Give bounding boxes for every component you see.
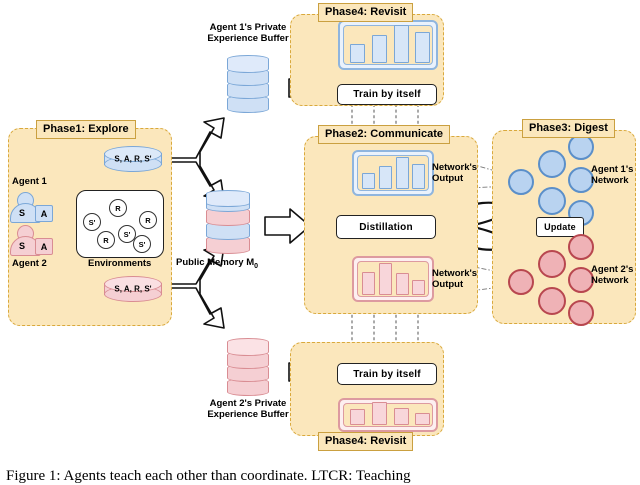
agent1-transition-cylinder: S, A, R, S' bbox=[104, 146, 162, 172]
bar-2 bbox=[394, 25, 409, 63]
agent1-icon: S A bbox=[10, 192, 60, 223]
env-circle-1: R bbox=[109, 199, 127, 217]
phase2-blue-chart bbox=[352, 150, 434, 196]
cyl-top bbox=[104, 146, 162, 162]
red-node-h-0 bbox=[538, 250, 566, 278]
phase4-bottom-label: Phase4: Revisit bbox=[318, 432, 414, 451]
bar-3 bbox=[415, 413, 430, 425]
environments-box: S' R R R S' S' bbox=[76, 190, 164, 258]
agent1-label: Agent 1 bbox=[12, 176, 47, 187]
agent1-network-label: Agent 1's Network bbox=[591, 164, 639, 186]
phase4-bottom-chart bbox=[338, 398, 438, 432]
agent2-network-line1: Agent 2's bbox=[591, 264, 634, 275]
red-node-out-2 bbox=[568, 300, 594, 326]
network-output-line2: Output bbox=[432, 173, 464, 184]
agent1-private-buffer bbox=[227, 55, 269, 113]
bar-0 bbox=[350, 44, 365, 63]
phase4-top-chart bbox=[338, 20, 438, 70]
bar-1 bbox=[379, 166, 392, 189]
agent2-transition-text: S, A, R, S' bbox=[114, 284, 152, 294]
agent1-network-line2: Network bbox=[591, 175, 629, 186]
environments-label: Environments bbox=[88, 258, 152, 269]
bar-1 bbox=[379, 263, 392, 295]
agent1-buffer-label: Agent 1's Private Experience Buffer bbox=[195, 22, 301, 44]
blue-node-h-0 bbox=[538, 150, 566, 178]
bar-2 bbox=[396, 273, 409, 295]
bar-0 bbox=[362, 173, 375, 189]
env-circle-5: S' bbox=[133, 235, 151, 253]
network-output-line2: Output bbox=[432, 279, 464, 290]
red-node-out-0 bbox=[568, 234, 594, 260]
agent2-network-line2: Network bbox=[591, 275, 629, 286]
network-output-line1: Network's bbox=[432, 268, 478, 279]
blue-node-out-1 bbox=[568, 167, 594, 193]
blue-node-in-0 bbox=[508, 169, 534, 195]
disc bbox=[227, 338, 269, 356]
phase4-bottom-train-button[interactable]: Train by itself bbox=[337, 363, 437, 385]
env-circle-0: S' bbox=[83, 213, 101, 231]
bar-3 bbox=[412, 164, 425, 189]
agent1-transition-text: S, A, R, S' bbox=[114, 154, 152, 164]
env-circle-2: R bbox=[139, 211, 157, 229]
bar-3 bbox=[415, 32, 430, 63]
agent1-state-letter: S bbox=[18, 208, 25, 218]
agent2-private-buffer bbox=[227, 338, 269, 396]
bar-2 bbox=[394, 408, 409, 425]
agent2-buffer-label: Agent 2's Private Experience Buffer bbox=[195, 398, 301, 420]
agent1-buffer-label-line2: Experience Buffer bbox=[207, 33, 289, 44]
env-circle-3: R bbox=[97, 231, 115, 249]
env-circle-4: S' bbox=[118, 225, 136, 243]
red-node-in-0 bbox=[508, 269, 534, 295]
blue-node-h-1 bbox=[538, 187, 566, 215]
public-memory-cylinder bbox=[206, 190, 250, 254]
agent2-transition-cylinder: S, A, R, S' bbox=[104, 276, 162, 302]
blue-network-output-label: Network's Output bbox=[432, 162, 494, 184]
agent1-action-box: A bbox=[35, 205, 53, 222]
agent2-buffer-label-line2: Experience Buffer bbox=[207, 409, 289, 420]
bar-0 bbox=[362, 272, 375, 295]
bar-1 bbox=[372, 35, 387, 63]
figure-caption: Figure 1: Agents teach each other than c… bbox=[6, 468, 411, 484]
phase3-label: Phase3: Digest bbox=[522, 119, 615, 138]
update-button[interactable]: Update bbox=[536, 217, 584, 237]
disc bbox=[227, 55, 269, 73]
agent2-network-label: Agent 2's Network bbox=[591, 264, 639, 286]
phase4-top-train-button[interactable]: Train by itself bbox=[337, 84, 437, 105]
blue-node-out-0 bbox=[568, 134, 594, 160]
agent2-icon: S A bbox=[10, 225, 60, 256]
agent1-network-line1: Agent 1's bbox=[591, 164, 634, 175]
agent2-action-box: A bbox=[35, 238, 53, 255]
red-node-out-1 bbox=[568, 267, 594, 293]
agent2-buffer-label-line1: Agent 2's Private bbox=[209, 398, 287, 409]
bar-0 bbox=[350, 409, 365, 425]
bar-2 bbox=[396, 157, 409, 189]
cyl-top bbox=[104, 276, 162, 292]
phase2-red-chart bbox=[352, 256, 434, 302]
phase1-label: Phase1: Explore bbox=[36, 120, 136, 139]
disc bbox=[206, 190, 250, 207]
red-node-h-1 bbox=[538, 287, 566, 315]
red-network-output-label: Network's Output bbox=[432, 268, 494, 290]
public-memory-label: Public Memory M0 bbox=[176, 257, 258, 272]
network-output-line1: Network's bbox=[432, 162, 478, 173]
phase2-label: Phase2: Communicate bbox=[318, 125, 450, 144]
agent2-label: Agent 2 bbox=[12, 258, 47, 269]
bar-3 bbox=[412, 280, 425, 295]
public-memory-subscript: 0 bbox=[254, 262, 259, 270]
distillation-box[interactable]: Distillation bbox=[336, 215, 436, 239]
bar-1 bbox=[372, 402, 387, 425]
phase4-top-label: Phase4: Revisit bbox=[318, 3, 414, 22]
agent2-state-letter: S bbox=[18, 241, 25, 251]
public-memory-label-text: Public Memory M bbox=[176, 257, 255, 268]
agent1-buffer-label-line1: Agent 1's Private bbox=[209, 22, 287, 33]
